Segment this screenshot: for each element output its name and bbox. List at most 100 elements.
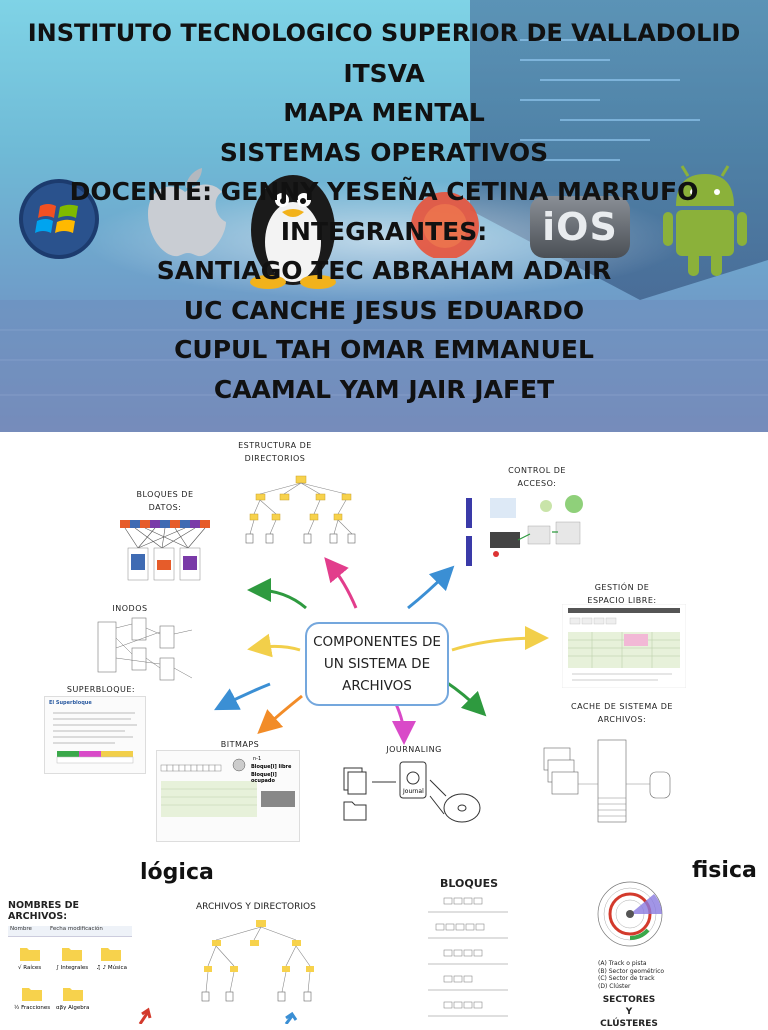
ubuntu-logo-icon	[411, 192, 479, 258]
logical-heading: lógica	[140, 860, 214, 885]
windows-logo-icon	[19, 179, 99, 259]
member-2: UC CANCHE JESUS EDUARDO	[183, 295, 585, 325]
superblock-card-content	[53, 712, 137, 764]
blocks-diagram	[428, 897, 508, 1017]
blocks-title: BLOQUES	[440, 877, 499, 890]
arrow-red	[138, 1011, 150, 1024]
bitmaps-libre-label: Bloque[i] libre	[251, 764, 292, 770]
arrow-to-gestion	[451, 626, 549, 652]
central-topic-line-1: COMPONENTES DE	[313, 634, 441, 650]
title-banner: iOS INSTITUTO TECNOLOGICO SUPERIOR DE VA…	[0, 0, 768, 432]
folder-integrales: ∫ Integrales	[56, 945, 88, 971]
node-journaling-label: JOURNALING	[386, 745, 442, 754]
folder-algebra-label: αβγ Algebra	[56, 1005, 90, 1011]
central-topic-line-3: ARCHIVOS	[342, 678, 412, 694]
file-names-title: NOMBRES DE ARCHIVOS:	[8, 900, 80, 922]
folder-icon	[62, 948, 83, 961]
folder-icon	[101, 948, 122, 961]
access-control-diagram	[462, 492, 590, 576]
sectors-title-1: SECTORES Y	[602, 995, 656, 1017]
folder-icon	[62, 988, 83, 1001]
apple-logo-icon	[148, 168, 226, 257]
folder-fracciones-label: ½ Fracciones	[14, 1005, 51, 1011]
folder-fracciones: ½ Fracciones	[14, 985, 50, 1011]
journaling-card-art	[343, 761, 481, 823]
physical-heading: fisica	[692, 858, 757, 883]
arrow-to-bitmaps	[257, 694, 303, 734]
col-nombre: Nombre	[10, 926, 32, 932]
folder-algebra: αβγ Algebra	[56, 985, 89, 1011]
member-4: CAAMAL YAM JAIR JAFET	[213, 374, 555, 404]
institute-acronym: ITSVA	[343, 58, 425, 88]
document-type: MAPA MENTAL	[283, 98, 485, 127]
sectors-legend: (A) Track o pista (B) Sector geométrico …	[598, 960, 664, 990]
arrow-to-superbloque	[214, 682, 271, 711]
control-line-1: CONTROL DE	[508, 466, 566, 475]
col-fecha: Fecha modificación	[50, 926, 103, 932]
node-bloques-label: BLOQUES DE DATOS:	[118, 488, 212, 514]
folder-integrales-label: ∫ Integrales	[56, 965, 89, 971]
folder-icon	[22, 988, 43, 1001]
arrow-to-journaling	[391, 703, 416, 745]
bitmaps-n-label: n-1	[253, 756, 262, 762]
cache-line-1: CACHE DE SISTEMA DE	[571, 702, 673, 711]
journal-label: Journal	[403, 788, 424, 795]
file-system-cache-diagram	[543, 739, 671, 823]
arrow-to-control	[407, 565, 455, 610]
bitmaps-card: n-1 Bloque[i] libre Bloque[i] ocupado	[156, 750, 300, 842]
gestion-line-2: ESPACIO LIBRE:	[587, 596, 657, 605]
node-inodos-label: INODOS	[112, 604, 148, 613]
file-names-card: NOMBRES DE ARCHIVOS: Nombre Fecha modifi…	[8, 900, 132, 1024]
folder-raices-label: √ Raíces	[18, 965, 42, 971]
journaling-card: Journal	[336, 756, 482, 828]
arrow-to-cache	[445, 680, 487, 717]
legend-a: (A) Track o pista	[598, 960, 647, 967]
bloques-line-2: DATOS:	[148, 503, 182, 512]
node-gestion-label: GESTIÓN DE ESPACIO LIBRE:	[572, 581, 672, 607]
member-1: SANTIAGO TEC ABRAHAM ADAIR	[156, 256, 612, 285]
node-superbloque-label: SUPERBLOQUE:	[66, 685, 136, 694]
members-heading: INTEGRANTES:	[280, 216, 488, 246]
node-cache-label: CACHE DE SISTEMA DE ARCHIVOS:	[560, 700, 684, 726]
legend-d: (D) Clúster	[598, 982, 631, 990]
node-bitmaps-label: BITMAPS	[220, 740, 260, 749]
folder-grid: √ Raíces ∫ Integrales ♫ ♪ Música ½ Fracc…	[8, 937, 132, 1027]
arrow-to-estructura	[324, 557, 358, 609]
arrow-to-inodos	[247, 633, 301, 658]
inodes-diagram	[97, 617, 193, 681]
data-blocks-diagram	[120, 520, 210, 581]
superblock-card-title: El Superbloque	[49, 700, 92, 706]
arrow-to-bloques	[247, 578, 307, 610]
teacher-name: DOCENTE: GENNY YESEÑA CETINA MARRUFO	[69, 177, 699, 206]
gestion-line-1: GESTIÓN DE	[594, 583, 650, 592]
central-topic-line-2: UN SISTEMA DE	[323, 656, 431, 672]
folder-icon	[19, 948, 40, 961]
institute-name: INSTITUTO TECNOLOGICO SUPERIOR DE VALLAD…	[27, 19, 741, 47]
course-name: SISTEMAS OPERATIVOS	[219, 137, 549, 167]
files-dirs-title: ARCHIVOS Y DIRECTORIOS	[196, 902, 316, 912]
directory-tree-diagram	[245, 475, 356, 544]
node-control-label: CONTROL DE ACCESO:	[487, 464, 587, 490]
title-text-block: INSTITUTO TECNOLOGICO SUPERIOR DE VALLAD…	[0, 14, 768, 409]
folder-musica-label: ♫ ♪ Música	[96, 965, 127, 971]
bitmaps-ocupado-label: Bloque[i] ocupado	[251, 772, 277, 784]
superblock-card: El Superbloque	[44, 696, 146, 774]
bloques-line-1: BLOQUES DE	[136, 490, 194, 499]
bottom-arrows	[138, 1007, 298, 1024]
linux-tux-logo-icon	[250, 175, 336, 289]
node-estructura-label: ESTRUCTURA DE DIRECTORIOS	[225, 439, 325, 465]
central-topic: COMPONENTES DE UN SISTEMA DE ARCHIVOS	[305, 622, 449, 706]
legend-c: (C) Sector de track	[598, 975, 655, 982]
estructura-line-1: ESTRUCTURA DE	[238, 441, 312, 450]
free-space-diagram	[562, 604, 686, 688]
arrow-blue	[284, 1015, 294, 1024]
member-3: CUPUL TAH OMAR EMMANUEL	[174, 335, 594, 364]
folder-musica: ♫ ♪ Música	[96, 945, 127, 971]
control-line-2: ACCESO:	[517, 479, 557, 488]
bitmaps-card-art	[160, 758, 295, 817]
legend-b: (B) Sector geométrico	[598, 967, 665, 975]
android-logo-icon	[663, 165, 747, 276]
mind-map: COMPONENTES DE UN SISTEMA DE ARCHIVOS ES…	[0, 432, 768, 842]
ios-logo-text: iOS	[542, 205, 618, 249]
file-names-header: Nombre Fecha modificación	[8, 926, 132, 937]
